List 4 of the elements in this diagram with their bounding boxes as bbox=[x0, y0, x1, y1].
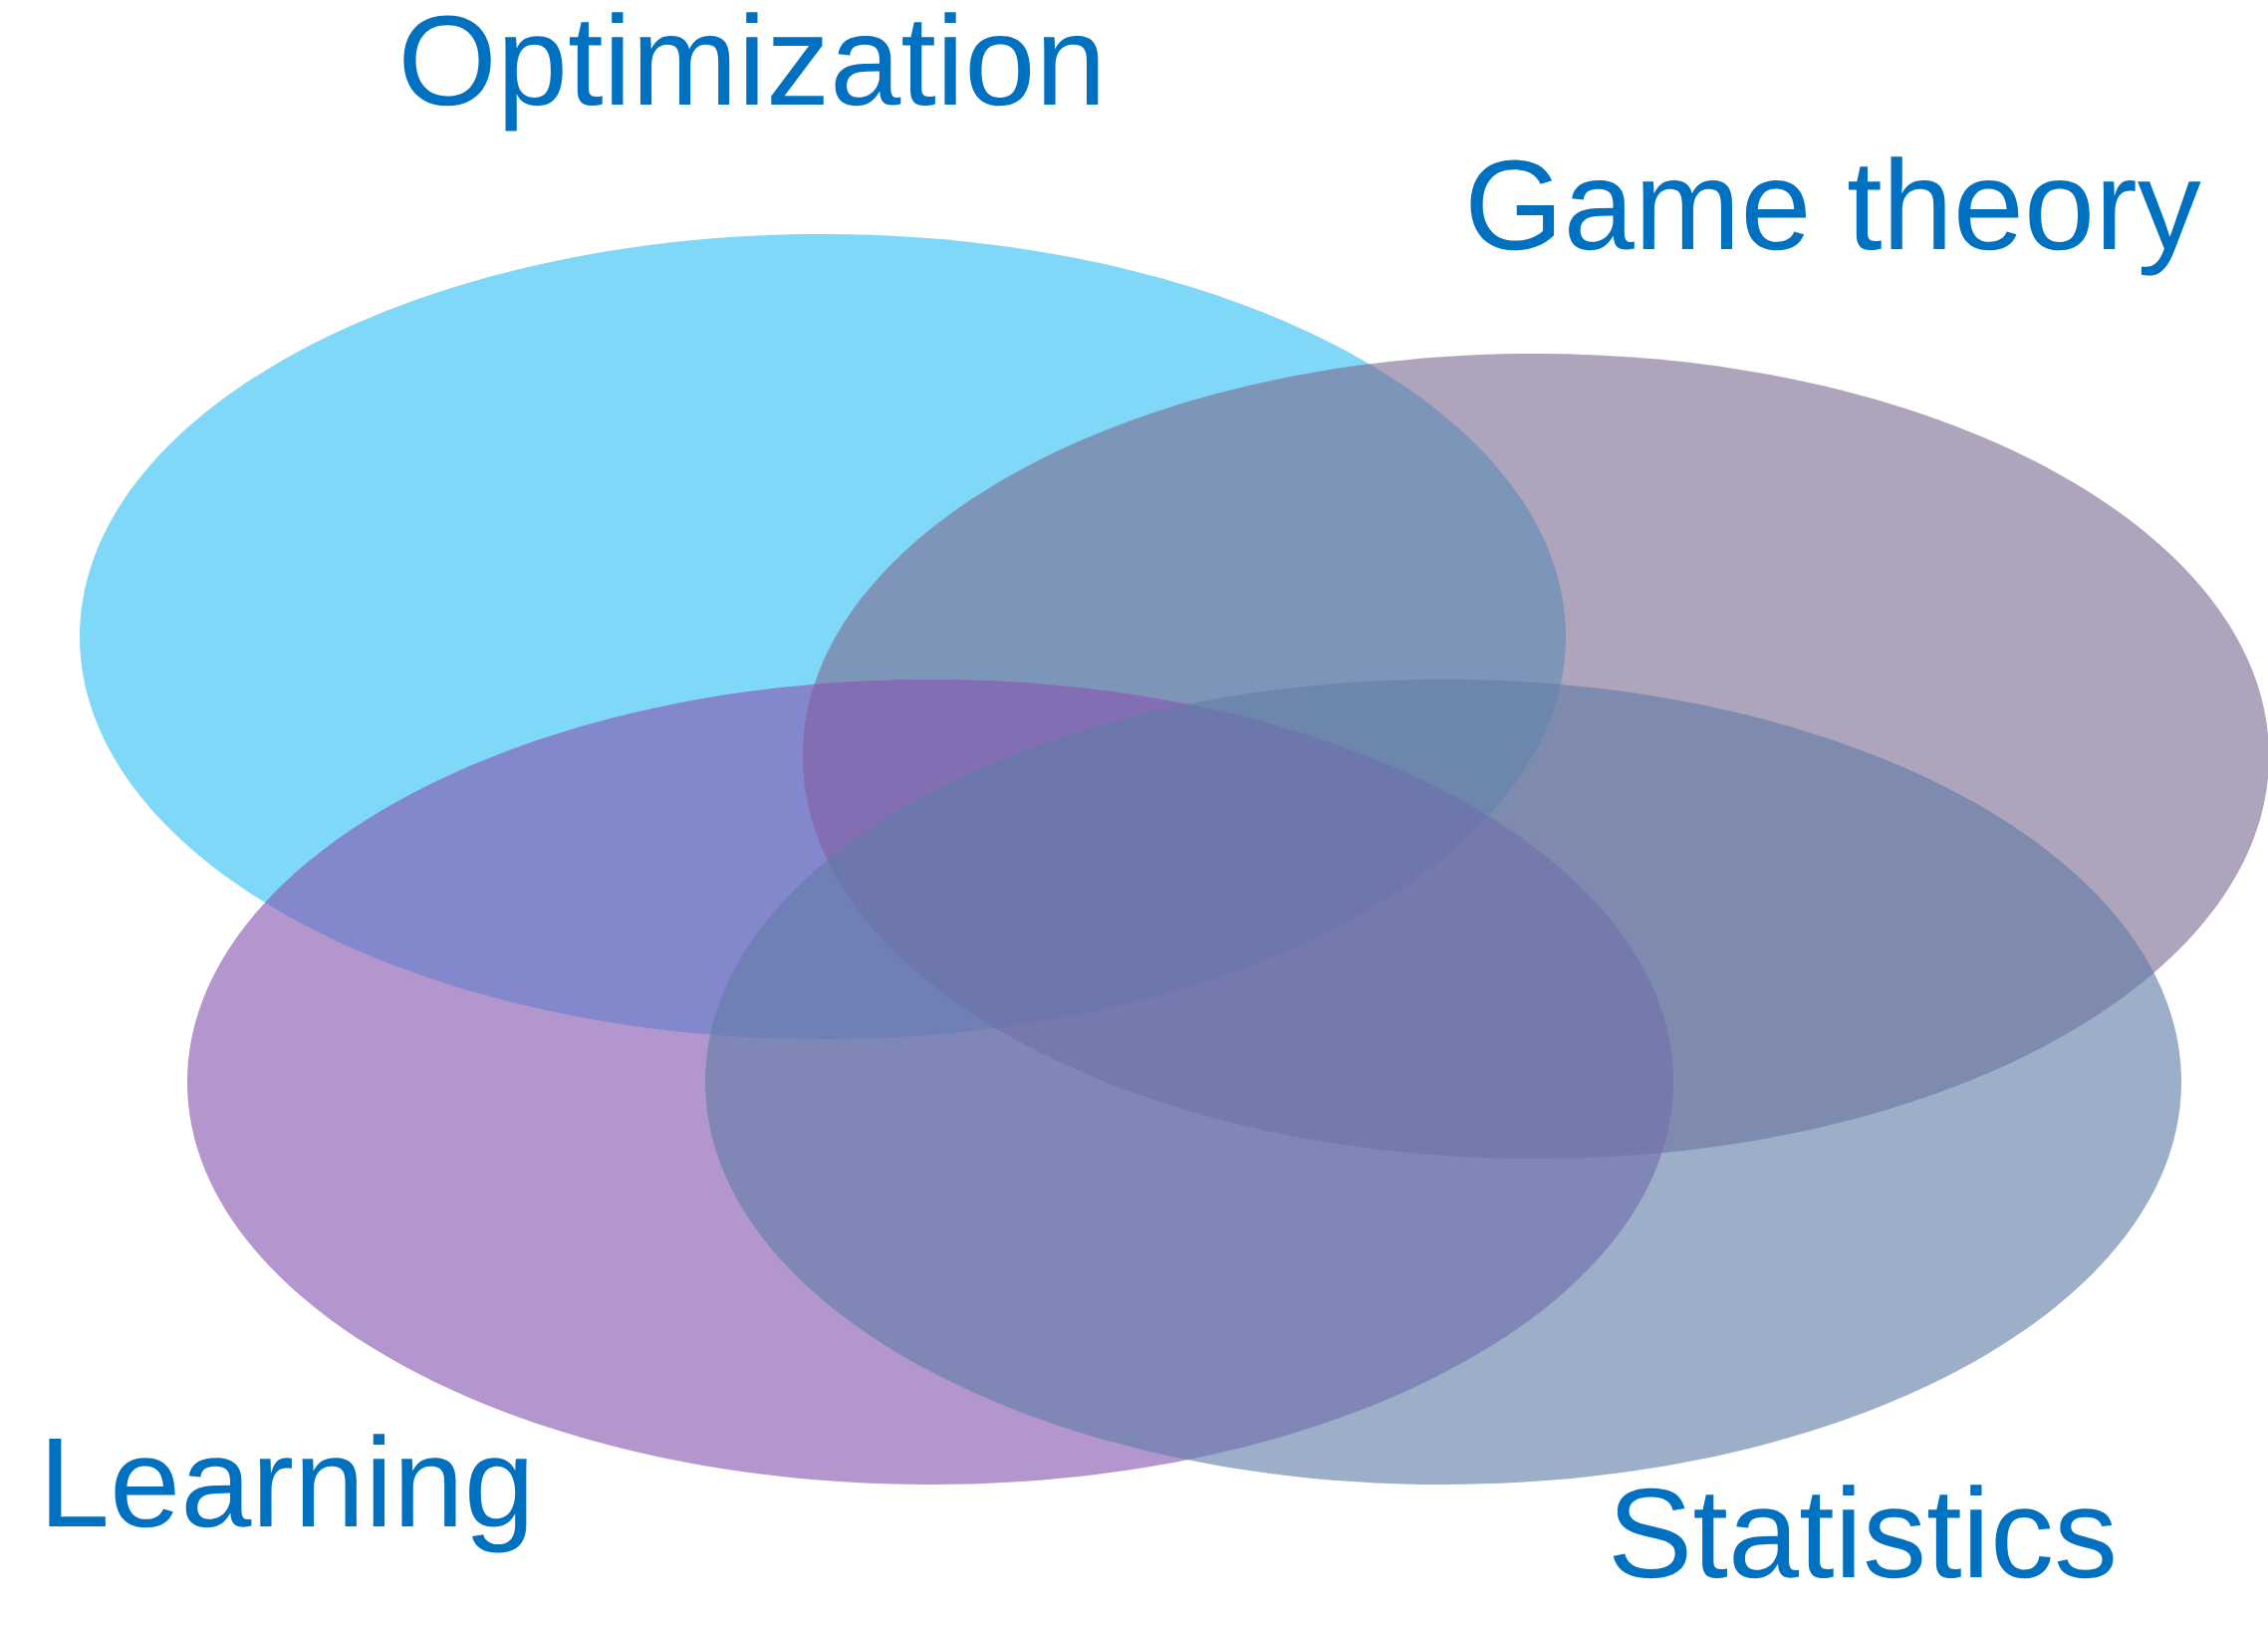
set-label: Optimization bbox=[403, 12, 1099, 132]
set-label: Learning bbox=[49, 1434, 527, 1553]
set-label: Game theory bbox=[1470, 156, 2201, 276]
set-label: Statistics bbox=[1613, 1485, 2114, 1579]
